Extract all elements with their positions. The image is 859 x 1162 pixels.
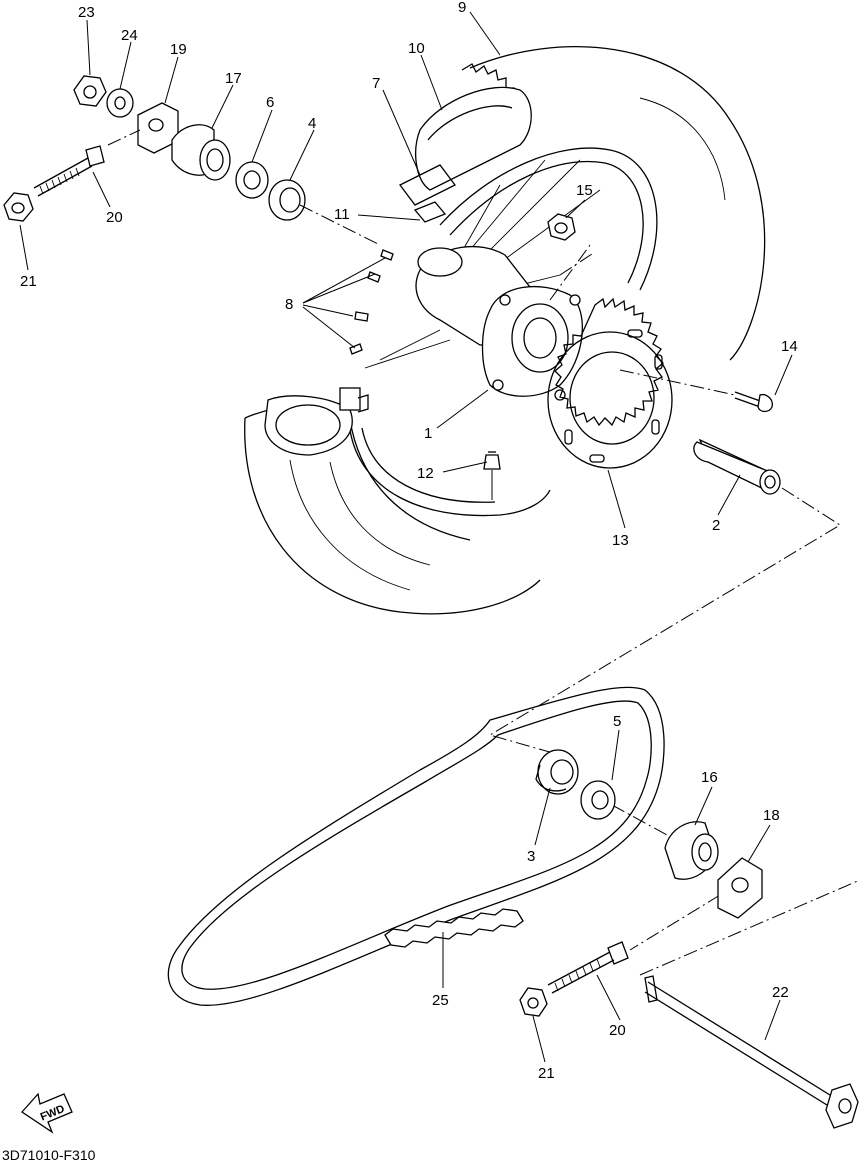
callout-25: 25 xyxy=(432,992,449,1009)
callout-11: 11 xyxy=(334,206,350,223)
oil-seal-5 xyxy=(580,780,616,820)
callout-20-right: 20 xyxy=(609,1022,626,1039)
spoke-nipples-8 xyxy=(349,249,394,355)
callout-8: 8 xyxy=(285,296,293,313)
rim xyxy=(349,147,658,517)
adjuster-18 xyxy=(717,857,763,919)
right-axle-parts xyxy=(519,749,859,1129)
callout-numbers: 23 24 19 17 6 4 20 21 7 10 9 11 8 1 12 1… xyxy=(20,0,798,1082)
callout-5: 5 xyxy=(613,713,621,730)
tire xyxy=(244,46,766,615)
hub xyxy=(415,245,583,401)
adjust-bolt-20-right xyxy=(607,941,629,965)
nut-23 xyxy=(73,75,107,107)
drive-chain-25 xyxy=(167,686,665,1006)
callout-6: 6 xyxy=(266,94,274,111)
callout-4: 4 xyxy=(308,115,316,132)
left-axle-parts xyxy=(3,75,306,222)
callout-7: 7 xyxy=(372,75,380,92)
callout-14: 14 xyxy=(781,338,798,355)
fwd-arrow-icon: FWD xyxy=(21,1092,73,1134)
callout-24: 24 xyxy=(121,27,138,44)
callout-9: 9 xyxy=(458,0,466,16)
locknut-21-right xyxy=(519,987,548,1017)
rim-band-and-tube xyxy=(399,86,532,223)
nut-15 xyxy=(547,213,576,241)
callout-18: 18 xyxy=(763,807,780,824)
callout-23: 23 xyxy=(78,4,95,21)
callout-19: 19 xyxy=(170,41,187,58)
callout-12: 12 xyxy=(417,465,434,482)
leader-lines xyxy=(19,11,793,1063)
callout-15: 15 xyxy=(576,182,593,199)
callout-21-left: 21 xyxy=(20,273,37,290)
callout-16: 16 xyxy=(701,769,718,786)
callout-17: 17 xyxy=(225,70,242,87)
valve-12 xyxy=(483,451,501,500)
callout-21-right: 21 xyxy=(538,1065,555,1082)
callout-20-left: 20 xyxy=(106,209,123,226)
wheel-axle-22 xyxy=(644,981,839,1111)
callout-1: 1 xyxy=(424,425,432,442)
callout-3: 3 xyxy=(527,848,535,865)
adjust-bolt-20-left xyxy=(85,145,105,167)
axle-centerlines xyxy=(299,204,859,976)
collar-2 xyxy=(693,438,781,495)
callout-10: 10 xyxy=(408,40,425,57)
callout-22: 22 xyxy=(772,984,789,1001)
bolt-14 xyxy=(734,391,773,413)
callout-13: 13 xyxy=(612,532,629,549)
diagram-code: 3D71010-F310 xyxy=(2,1147,96,1162)
callout-2: 2 xyxy=(712,517,720,534)
washer-24 xyxy=(106,88,134,118)
caliper-bracket xyxy=(264,387,369,456)
rear-sprocket xyxy=(547,297,673,469)
locknut-21-left xyxy=(3,192,34,222)
oil-seal-6 xyxy=(235,161,269,199)
